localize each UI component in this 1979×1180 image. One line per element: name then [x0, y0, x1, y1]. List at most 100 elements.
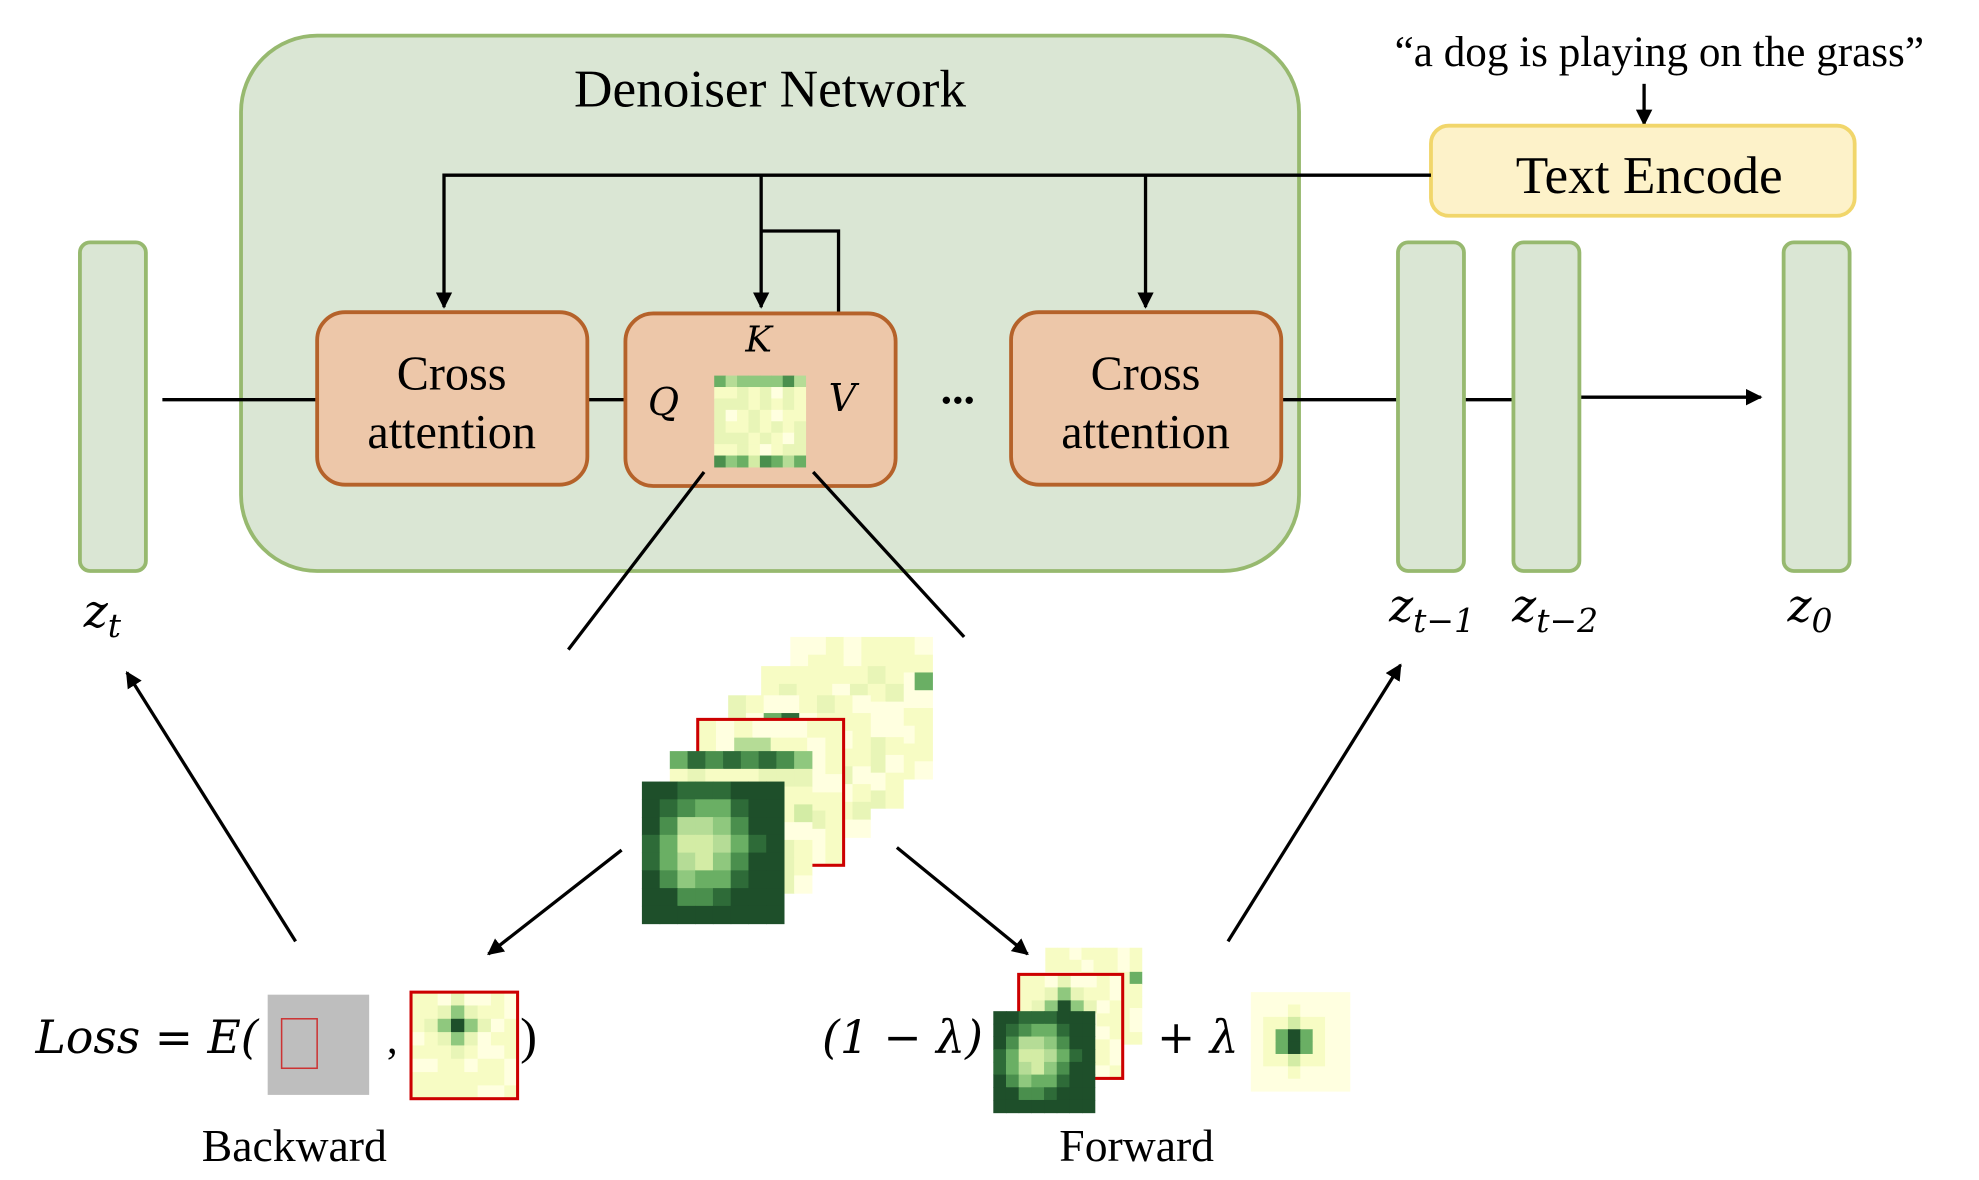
- heatmap-cell: [788, 719, 808, 739]
- heatmap-cell: [1109, 974, 1124, 988]
- heatmap-cell: [695, 870, 714, 889]
- mask-box-region: [280, 1018, 318, 1070]
- heatmap-cell: [1325, 1029, 1338, 1043]
- heatmap-cell: [464, 1018, 479, 1033]
- heatmap-cell: [790, 636, 809, 656]
- heatmap-cell: [1044, 1036, 1058, 1050]
- heatmap-cell: [1129, 971, 1143, 985]
- heatmap-cell: [794, 432, 807, 445]
- heatmap-cell: [1250, 1053, 1264, 1067]
- z0-label: z0: [1786, 580, 1832, 640]
- heatmap-cell: [1263, 1078, 1277, 1092]
- heatmap-cell: [477, 1058, 492, 1073]
- heatmap-cell: [437, 1045, 452, 1060]
- heatmap-cell: [748, 799, 767, 818]
- heatmap-cell: [714, 421, 727, 434]
- heatmap-cell: [712, 870, 732, 889]
- heatmap-cell: [1005, 1036, 1020, 1050]
- heatmap-cell: [1018, 1049, 1032, 1063]
- heatmap-cell: [1044, 1099, 1058, 1114]
- heatmap-cell: [737, 375, 749, 388]
- heatmap-cell: [771, 421, 784, 434]
- heatmap-cell: [766, 870, 785, 889]
- heatmap-cell: [885, 772, 904, 791]
- heatmap-cell: [714, 432, 727, 445]
- heatmap-cell: [477, 1005, 492, 1020]
- heatmap-cell: [424, 1032, 439, 1046]
- heatmap-cell: [1031, 1049, 1045, 1063]
- heatmap-cell: [885, 719, 904, 738]
- heatmap-cell: [825, 719, 845, 739]
- heatmap-cell: [852, 801, 871, 821]
- heatmap-cell: [715, 719, 735, 739]
- heatmap-cell: [1250, 992, 1264, 1006]
- heatmap-cell: [1031, 974, 1046, 988]
- heatmap-cell: [1337, 992, 1351, 1006]
- forward-formula-prefix: (1 − λ): [822, 1011, 983, 1064]
- heatmap-cell: [437, 1018, 452, 1033]
- heatmap-cell: [450, 1072, 465, 1086]
- heatmap-cell: [852, 766, 871, 785]
- heatmap-cell: [737, 421, 749, 434]
- heatmap-cell: [737, 409, 749, 422]
- heatmap-cell: [723, 751, 742, 770]
- heatmap-cell: [766, 834, 785, 854]
- heatmap-cell: [1082, 1023, 1096, 1038]
- heatmap-cell: [814, 666, 833, 685]
- heatmap-cell: [1129, 959, 1143, 973]
- heatmap-cell: [1031, 1000, 1046, 1014]
- heatmap-cell: [867, 683, 886, 703]
- heatmap-cell: [1105, 947, 1119, 961]
- heatmap-cell: [677, 817, 696, 836]
- arrow-forward-to-zt-1: [1226, 663, 1402, 943]
- heatmap-cell: [1031, 987, 1046, 1001]
- heatmap-cell: [766, 905, 785, 925]
- heatmap-cell: [450, 1085, 465, 1100]
- heatmap-cell: [659, 905, 678, 925]
- heatmap-cell: [659, 781, 678, 800]
- heatmap-cell: [504, 1032, 519, 1046]
- heatmap-cell: [781, 695, 800, 714]
- heatmap-cell: [712, 781, 732, 800]
- heatmap-cell: [1300, 1016, 1314, 1030]
- heatmap-cell: [1031, 1087, 1045, 1101]
- heatmap-cell: [1081, 947, 1095, 961]
- heatmap-cell: [504, 1005, 519, 1020]
- zt-label: zt: [83, 585, 122, 645]
- heatmap-cell: [695, 817, 714, 836]
- heatmap-cell: [730, 852, 749, 871]
- heatmap-cell: [1129, 1020, 1143, 1033]
- heatmap-cell: [782, 421, 795, 434]
- heatmap-cell: [879, 636, 898, 656]
- heatmap-cell: [1056, 1087, 1070, 1101]
- heatmap-cell: [411, 1032, 425, 1046]
- heatmap-cell: [725, 432, 738, 445]
- zoom-line-right: [811, 470, 966, 639]
- heatmap-cell: [1312, 992, 1326, 1006]
- heatmap-cell: [852, 730, 871, 750]
- heatmap-cell: [776, 751, 795, 770]
- heatmap-cell: [677, 834, 696, 854]
- heatmap-cell: [759, 421, 772, 434]
- heatmap-cell: [1069, 1036, 1083, 1050]
- heatmap-cell: [867, 666, 886, 685]
- loss-comma: ,: [387, 1016, 398, 1063]
- heatmap-cell: [1056, 1036, 1070, 1050]
- heatmap-cell: [993, 1074, 1007, 1088]
- heatmap-cell: [1325, 1041, 1338, 1055]
- heatmap-cell: [677, 781, 696, 800]
- heatmap-cell: [1312, 1053, 1326, 1067]
- cross-attention-block-2: [1009, 310, 1284, 487]
- heatmap-cell: [1117, 959, 1131, 973]
- heatmap-cell: [1018, 1061, 1032, 1076]
- heatmap-cell: [766, 888, 785, 907]
- cross-attention-1-line2: attention: [367, 406, 536, 459]
- heatmap-cell: [794, 409, 807, 422]
- heatmap-cell: [852, 713, 871, 732]
- heatmap-cell: [766, 852, 785, 871]
- heatmap-cell: [725, 375, 738, 388]
- heatmap-cell: [695, 781, 714, 800]
- heatmap-cell: [712, 834, 732, 854]
- heatmap-cell: [424, 1018, 439, 1033]
- heatmap-cell: [712, 888, 732, 907]
